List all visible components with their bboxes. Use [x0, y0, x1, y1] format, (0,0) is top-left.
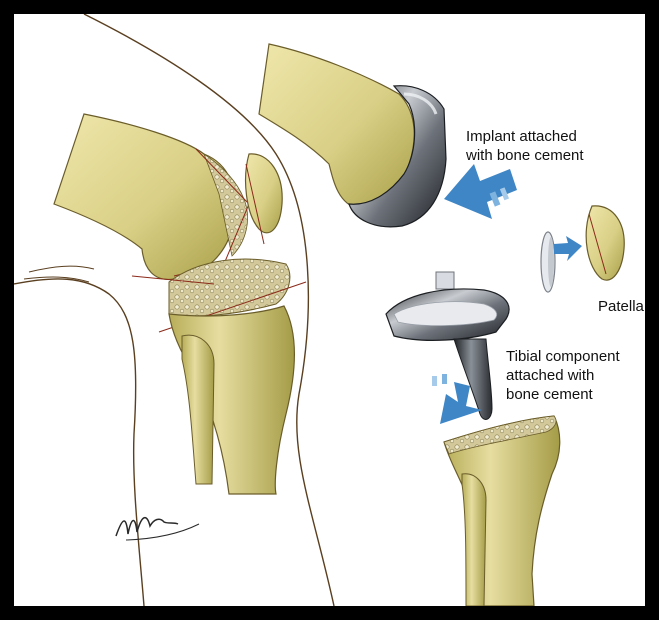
- arrow-to-patella-icon: [554, 236, 582, 261]
- artist-signature: [116, 518, 199, 540]
- patella-main: [246, 154, 283, 244]
- illustration-frame: Implant attached with bone cement Patell…: [14, 14, 645, 606]
- patella-label: Patella: [598, 297, 644, 316]
- femur-upper-bone: [259, 44, 414, 209]
- tibial-label-line1: Tibial component: [506, 347, 620, 366]
- tibial-component-label: Tibial component attached with bone ceme…: [506, 347, 620, 404]
- implant-label-line2: with bone cement: [466, 146, 584, 165]
- tibial-label-line2: attached with: [506, 366, 620, 385]
- implant-label: Implant attached with bone cement: [466, 127, 584, 165]
- patella-detached: [586, 206, 624, 280]
- patella-label-text: Patella: [598, 297, 644, 316]
- tibial-label-line3: bone cement: [506, 385, 620, 404]
- tibia-lower-bone: [444, 416, 560, 606]
- patellar-button-implant: [541, 232, 555, 292]
- implant-label-line1: Implant attached: [466, 127, 584, 146]
- tibia-main: [169, 306, 294, 494]
- knee-replacement-illustration: [14, 14, 645, 606]
- arrow-to-femur-icon: [444, 164, 517, 219]
- femur-bone: [54, 114, 249, 279]
